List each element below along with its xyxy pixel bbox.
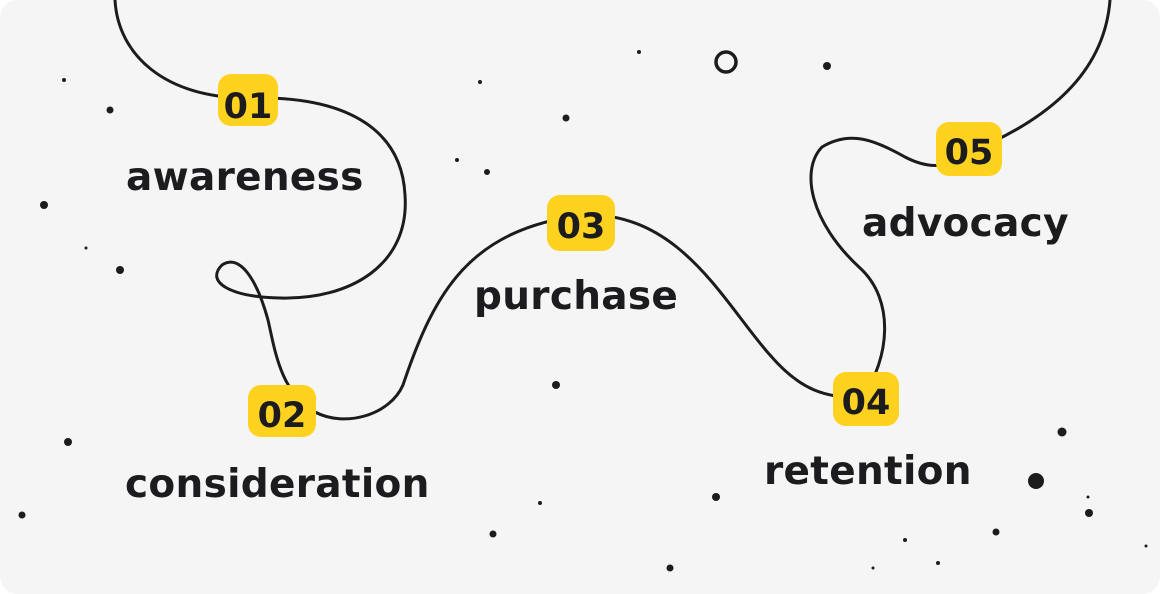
dot (992, 528, 1000, 536)
stage-badge-05: 05 (936, 122, 1002, 176)
dot (1028, 473, 1044, 489)
dot (116, 266, 124, 274)
badge-04-background (833, 372, 899, 426)
badge-05-background (936, 122, 1002, 176)
journey-path (113, 0, 1112, 421)
stage-badge-02: 02 (248, 385, 316, 437)
dot (903, 538, 907, 542)
dot (84, 246, 88, 250)
badge-01-background (218, 74, 278, 126)
badge-04-number: 04 (842, 383, 891, 423)
dot (538, 501, 542, 505)
stage-label-awareness: awareness (126, 155, 364, 200)
stage-badge-04: 04 (833, 372, 899, 426)
badge-03-background (547, 195, 615, 251)
dot (1144, 544, 1148, 548)
dot (18, 511, 26, 519)
dot (712, 493, 720, 501)
dot (106, 106, 114, 114)
dot (637, 50, 641, 54)
dot (871, 566, 875, 570)
dot (62, 78, 66, 82)
stage-badge-01: 01 (218, 74, 278, 127)
dot (562, 114, 570, 122)
dot (1086, 495, 1090, 499)
dot (823, 62, 831, 70)
stage-label-purchase: purchase (474, 274, 679, 319)
decorative-dots (18, 50, 1148, 572)
dot (666, 564, 674, 572)
stage-label-retention: retention (764, 449, 972, 494)
dot (1057, 427, 1067, 437)
badge-02-number: 02 (258, 396, 307, 436)
stage-badge-03: 03 (547, 195, 615, 251)
dot (484, 169, 490, 175)
badge-02-background (248, 385, 316, 437)
stage-label-consideration: consideration (125, 462, 430, 507)
dot (455, 158, 459, 162)
stage-label-advocacy: advocacy (862, 201, 1069, 246)
dot (552, 381, 560, 389)
dot (478, 80, 482, 84)
dot (64, 438, 72, 446)
dot (40, 201, 48, 209)
dot (1085, 509, 1093, 517)
badge-05-number: 05 (945, 133, 994, 173)
badge-01-number: 01 (224, 87, 273, 127)
dot (489, 530, 497, 538)
ring-decoration (714, 50, 738, 74)
badge-03-number: 03 (557, 207, 606, 247)
dot (936, 561, 940, 565)
